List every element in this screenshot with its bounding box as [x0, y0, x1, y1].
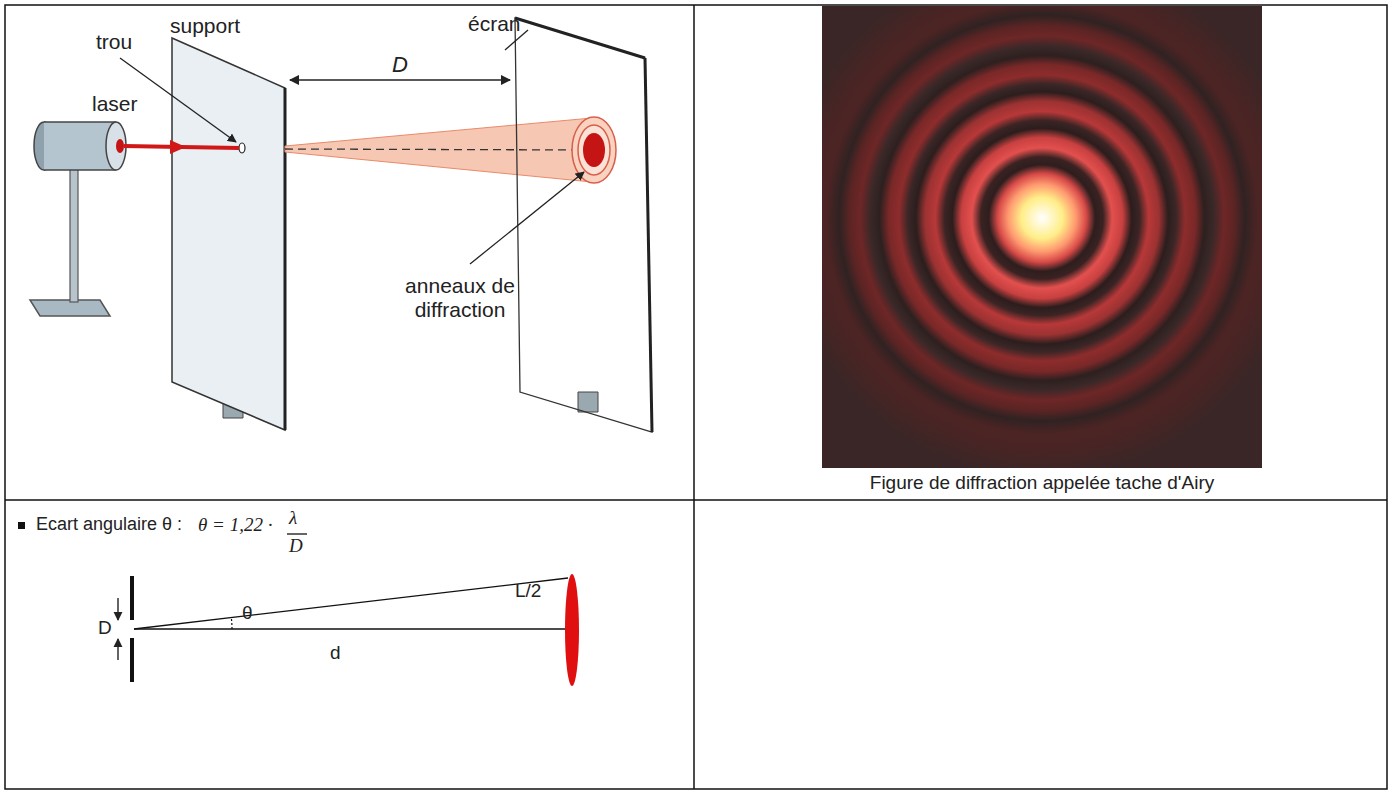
dimension-label: D	[98, 617, 112, 639]
diffraction-cone	[285, 118, 592, 182]
formula: D	[289, 535, 303, 557]
formula: θ = 1,22 ·	[198, 514, 272, 536]
part-label: trou	[96, 30, 132, 54]
part-label: support	[170, 14, 240, 38]
part-label: anneaux de diffraction	[385, 274, 535, 322]
ecran-screen	[515, 18, 652, 432]
part-label: écran	[468, 12, 521, 36]
leader-line	[470, 172, 584, 264]
support-plate	[172, 38, 285, 430]
airy-pattern	[822, 6, 1262, 468]
part-label: laser	[92, 92, 138, 116]
distance-arrow	[290, 79, 510, 81]
dimension-label: D	[392, 52, 408, 77]
fraction-bar	[287, 533, 307, 534]
angle-label: θ	[242, 602, 253, 624]
bullet	[18, 522, 25, 529]
table-grid	[5, 5, 1387, 789]
laser-device	[30, 122, 126, 316]
figure-caption: Figure de diffraction appelée tache d'Ai…	[870, 472, 1214, 494]
formula: λ	[289, 507, 297, 529]
beam-arrow	[170, 140, 186, 154]
formula-label: Ecart angulaire θ :	[36, 514, 182, 535]
aperture-geometry	[118, 574, 579, 686]
dimension-label: L/2	[515, 580, 541, 602]
dimension-label: d	[330, 642, 341, 664]
